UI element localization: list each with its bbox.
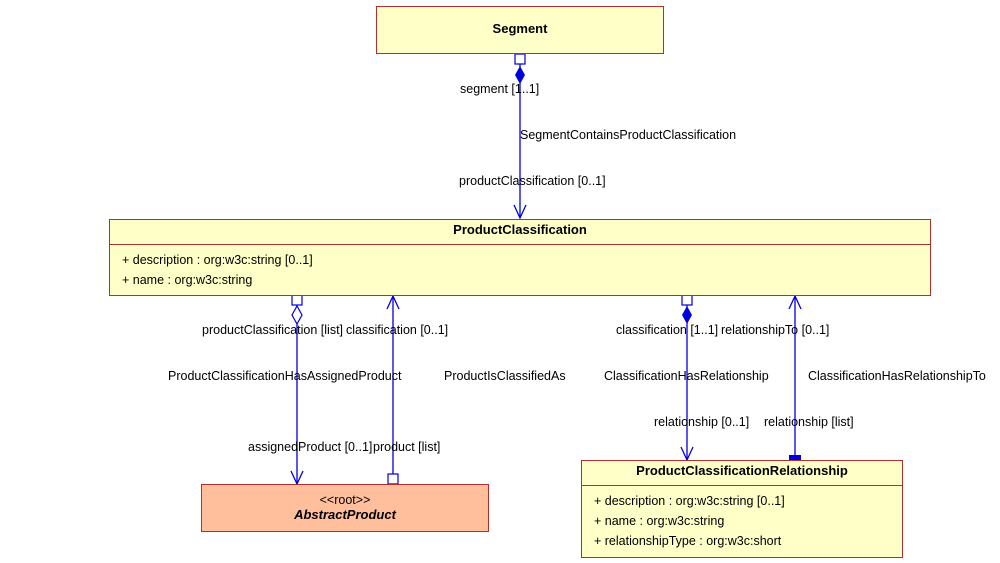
- product-classification-class[interactable]: ProductClassification + description : or…: [109, 219, 931, 296]
- product-classification-relationship-class-name: ProductClassificationRelationship: [636, 463, 848, 478]
- abstract-product-class-name: AbstractProduct: [294, 507, 396, 522]
- segment-contains-association-name: SegmentContainsProductClassification: [520, 128, 737, 142]
- product-classification-role-label: productClassification [0..1]: [459, 174, 606, 188]
- segment-role-label: segment [1..1]: [460, 82, 540, 96]
- product-role-label: product [list]: [373, 440, 441, 454]
- relationship-list-role-label: relationship [list]: [764, 415, 854, 429]
- has-relationship-association-name: ClassificationHasRelationship: [604, 369, 769, 383]
- relationship-to-role-label: relationshipTo [0..1]: [721, 323, 830, 337]
- is-classified-as-connector: [386, 294, 400, 485]
- product-classification-relationship-class[interactable]: ProductClassificationRelationship + desc…: [581, 460, 903, 558]
- product-classification-class-name: ProductClassification: [453, 222, 587, 237]
- abstract-product-class[interactable]: <<root>> AbstractProduct: [201, 484, 489, 532]
- has-relationship-to-connector: [788, 294, 802, 460]
- product-classification-list-role-label: productClassification [list]: [202, 323, 344, 337]
- attribute: + relationshipType : org:w3c:short: [594, 534, 782, 548]
- has-assigned-product-association-name: ProductClassificationHasAssignedProduct: [168, 369, 402, 383]
- attribute: + name : org:w3c:string: [122, 273, 253, 287]
- product-classification-relationship-attributes: + description : org:w3c:string [0..1] + …: [582, 485, 902, 557]
- segment-class[interactable]: Segment: [376, 6, 664, 54]
- relationship-role-label: relationship [0..1]: [654, 415, 750, 429]
- attribute: + description : org:w3c:string [0..1]: [122, 253, 313, 267]
- has-relationship-to-association-name: ClassificationHasRelationshipTo: [808, 369, 986, 383]
- segment-contains-connector: [513, 53, 527, 220]
- abstract-product-stereotype: <<root>>: [319, 493, 371, 507]
- is-classified-as-association-name: ProductIsClassifiedAs: [444, 369, 566, 383]
- segment-class-name: Segment: [492, 21, 548, 36]
- classification-role-label: classification [1..1]: [616, 323, 719, 337]
- product-classification-attributes: + description : org:w3c:string [0..1] + …: [110, 244, 930, 295]
- assigned-product-role-label: assignedProduct [0..1]: [248, 440, 373, 454]
- classification-role-label: classification [0..1]: [346, 323, 449, 337]
- attribute: + description : org:w3c:string [0..1]: [594, 494, 785, 508]
- attribute: + name : org:w3c:string: [594, 514, 725, 528]
